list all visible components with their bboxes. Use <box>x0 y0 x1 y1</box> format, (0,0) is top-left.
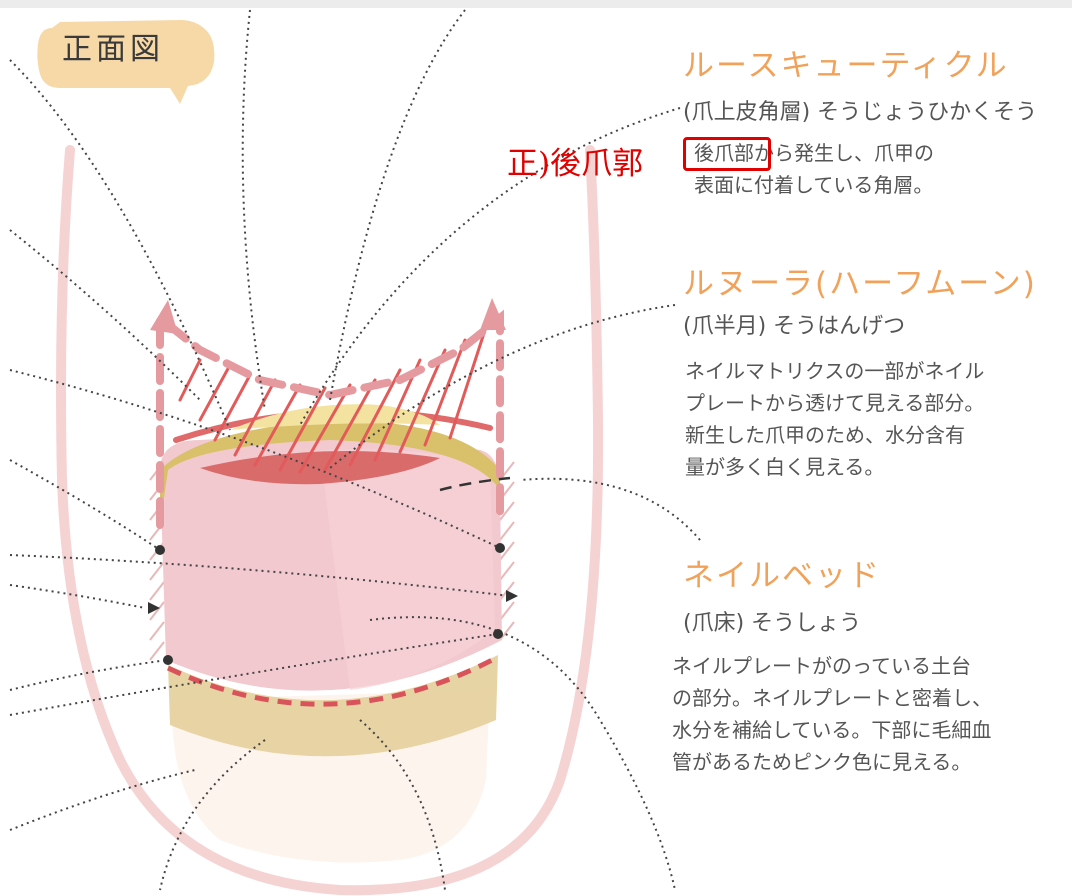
view-label-badge <box>37 20 215 104</box>
nail-bed-inner-pointer <box>439 476 511 492</box>
term-reading-loose-cuticle: (爪上皮角層) そうじょうひかくそう <box>683 100 1038 125</box>
term-reading-nail-bed: (爪床) そうしょう <box>683 611 862 636</box>
view-label: 正面図 <box>62 32 164 67</box>
term-description-loose-cuticle: 後爪部から発生し、爪甲の 表面に付着している角層。 <box>694 141 934 197</box>
leader-lines <box>9 9 701 891</box>
proximal-nail-fold-arc <box>160 420 500 525</box>
lunula <box>200 450 440 485</box>
onychodermal-band-dashed <box>166 655 498 707</box>
nail-wall-hatching <box>149 461 515 661</box>
term-description-nail-bed: ネイルプレートがのっている土台 の部分。ネイルプレートと密着し、 水分を補給して… <box>672 654 992 774</box>
nail-plate-highlight <box>320 449 495 690</box>
leader-endpoints <box>148 543 518 665</box>
top-border-strip <box>0 0 1072 8</box>
matrix-arrow-left <box>150 300 178 334</box>
term-title-nail-bed: ネイルベッド <box>683 558 881 594</box>
eponychium-yellow <box>230 404 440 430</box>
term-title-lunula: ルヌーラ(ハーフムーン) <box>683 266 1037 302</box>
finger-outline <box>56 145 604 896</box>
nail-matrix-hatching <box>178 328 487 474</box>
term-description-lunula: ネイルマトリクスの一部がネイル プレートから透けて見える部分。 新生した爪甲のた… <box>685 359 985 479</box>
correction-highlight-box <box>683 137 771 171</box>
correction-annotation: 正)後爪郭 <box>507 146 644 182</box>
matrix-arrow-right <box>480 298 506 330</box>
term-reading-lunula: (爪半月) そうはんげつ <box>683 314 906 339</box>
term-title-loose-cuticle: ルースキューティクル <box>683 48 1009 84</box>
